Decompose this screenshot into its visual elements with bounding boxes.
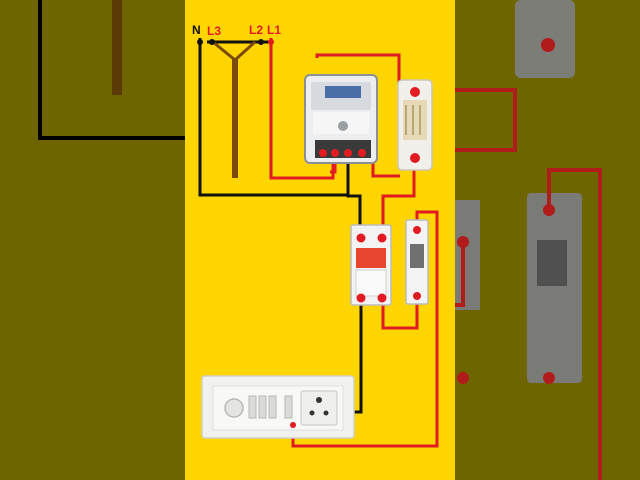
single-pole-mcb: [405, 219, 429, 305]
backdrop-mcb-toggle: [537, 240, 567, 286]
pole-brace-left: [212, 40, 236, 62]
label-phase-l2: L2: [249, 23, 264, 37]
terminal-dot: [290, 422, 296, 428]
phase-wire-to-board: [291, 210, 439, 448]
terminal-dot: [410, 153, 420, 163]
socket-hole: [309, 410, 315, 416]
backdrop-wire-top: [455, 88, 517, 152]
backdrop-wire: [547, 168, 602, 480]
power-socket: [300, 390, 338, 426]
fan-regulator-knob: [224, 398, 244, 418]
energy-meter: [304, 74, 378, 164]
terminal-dot: [319, 149, 327, 157]
left-blurred-backdrop: [0, 0, 185, 480]
terminal-dot-l1: [268, 39, 274, 45]
backdrop-mcb-right: [527, 193, 582, 383]
backdrop-wire: [38, 0, 185, 140]
switch-board: [201, 375, 355, 439]
dp-mcb-toggle: [356, 248, 386, 268]
switch-3: [268, 395, 277, 419]
backdrop-terminal: [541, 38, 555, 52]
meter-terminal-block: [315, 140, 371, 158]
pole-brace-right: [233, 40, 257, 62]
label-phase-l3: L3: [207, 24, 222, 38]
terminal-dot-l2: [258, 39, 264, 45]
phase-wire-to-dp-mcb: [381, 158, 416, 232]
switch-4: [284, 395, 293, 419]
right-blurred-backdrop: [455, 0, 640, 480]
terminal-dot-n: [197, 39, 203, 45]
backdrop-terminal: [543, 372, 555, 384]
neutral-wire-mcb: [346, 160, 362, 230]
socket-hole: [316, 397, 322, 403]
terminal-dot: [410, 87, 420, 97]
phase-wire-mcb-link: [381, 300, 419, 330]
sp-mcb-toggle: [410, 244, 424, 268]
backdrop-pole: [112, 0, 122, 95]
terminal-dot: [331, 149, 339, 157]
label-neutral: N: [192, 23, 201, 37]
switch-1: [248, 395, 257, 419]
terminal-dot-l3: [209, 39, 215, 45]
backdrop-mcb-left: [455, 200, 480, 310]
pole-post: [232, 58, 238, 178]
terminal-dot: [356, 293, 366, 303]
double-pole-mcb: [350, 224, 392, 306]
meter-display: [325, 86, 361, 98]
wiring-diagram: [197, 38, 439, 448]
terminal-dot: [377, 293, 387, 303]
wiring-diagram-panel: N L3 L2 L1: [185, 0, 455, 480]
label-phase-l1: L1: [267, 23, 282, 37]
switch-2: [258, 395, 267, 419]
phase-wire-top-loop: [315, 53, 401, 85]
right-backdrop-art: [455, 0, 602, 480]
left-backdrop-art: [38, 0, 185, 140]
terminal-dot: [344, 149, 352, 157]
socket-hole: [323, 410, 329, 416]
bell-push-box: [397, 79, 433, 171]
terminal-dot: [413, 226, 421, 234]
terminal-dot: [356, 233, 366, 243]
phase-wire-supply: [269, 38, 335, 180]
terminal-dot: [413, 292, 421, 300]
backdrop-terminal: [457, 372, 469, 384]
terminal-dot: [358, 149, 366, 157]
backdrop-wire: [455, 242, 465, 307]
terminal-dot: [377, 233, 387, 243]
